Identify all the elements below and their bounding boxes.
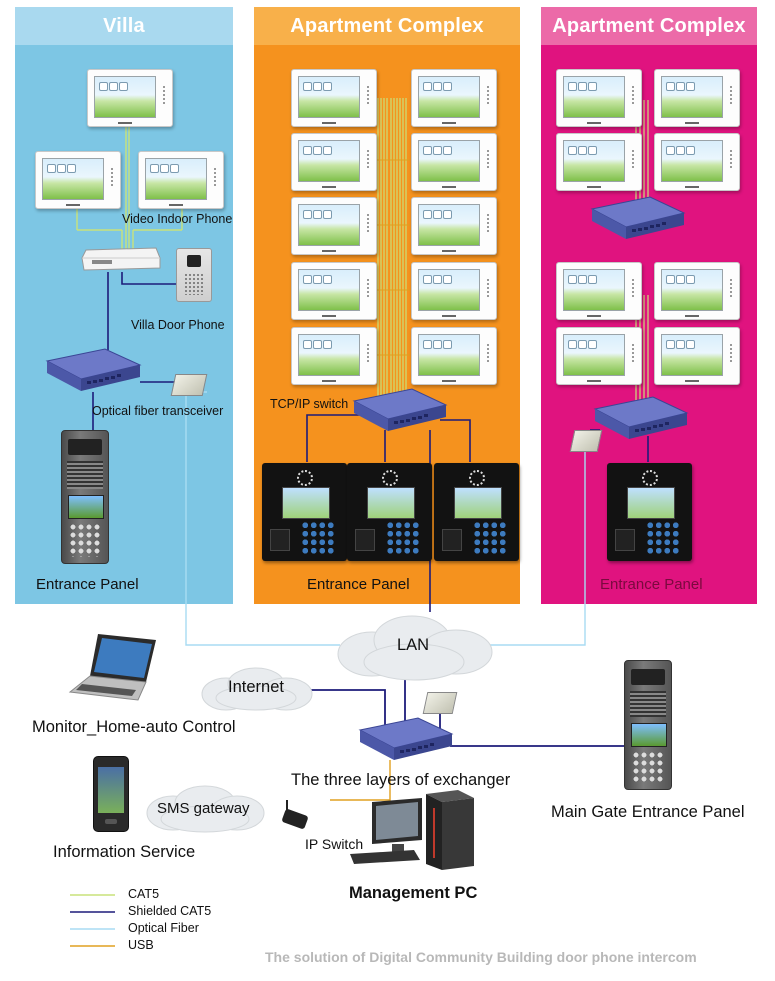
apt2-indoor-phone-6 (654, 262, 740, 320)
apt1-usb-lines (375, 159, 410, 356)
villa-hub-icon (81, 247, 161, 271)
apt1-cat5-lines (377, 98, 407, 396)
apt1-indoor-phone-5 (291, 197, 377, 255)
apt1-entrance-panel-1 (262, 463, 347, 561)
internet-label: Internet (228, 678, 284, 696)
apt1-indoor-phone-6 (411, 197, 497, 255)
apt1-indoor-phone-8 (411, 262, 497, 320)
lan-label: LAN (397, 636, 430, 654)
apt2-indoor-phone-8 (654, 327, 740, 385)
apt1-indoor-phone-3 (291, 133, 377, 191)
villa-indoor-phone-right (138, 151, 224, 209)
apt1-entrance-panel-label: Entrance Panel (307, 576, 410, 593)
core-shielded-lines (290, 675, 627, 747)
three-layer-switch-icon (358, 717, 454, 760)
villa-entrance-panel-icon (61, 430, 109, 564)
apt2-indoor-phone-2 (654, 69, 740, 127)
apt1-indoor-phone-7 (291, 262, 377, 320)
apt1-switch-icon (352, 388, 448, 431)
apt2-indoor-phone-3 (556, 133, 642, 191)
apt2-switch-icon-top (590, 196, 686, 239)
villa-door-phone-icon (176, 248, 212, 302)
apartment-complex-panel-2-title: Apartment Complex (541, 7, 757, 45)
video-indoor-phone-label: Video Indoor Phone (122, 212, 233, 226)
villa-panel-title: Villa (15, 7, 233, 45)
caption: The solution of Digital Community Buildi… (265, 949, 697, 965)
sms-cloud-icon (146, 785, 265, 833)
management-pc-label: Management PC (349, 884, 478, 902)
villa-cat5-lines (76, 127, 183, 250)
three-layers-label: The three layers of exchanger (291, 771, 511, 789)
legend-cat5: CAT5 (128, 887, 160, 901)
apt2-entrance-panel (607, 463, 692, 561)
apt2-fiber-transceiver-icon (569, 430, 603, 452)
apt1-indoor-phone-4 (411, 133, 497, 191)
apt1-indoor-phone-1 (291, 69, 377, 127)
apt1-indoor-phone-10 (411, 327, 497, 385)
usb-pc-line (330, 760, 391, 801)
apt2-indoor-phone-5 (556, 262, 642, 320)
apt1-entrance-panel-3 (434, 463, 519, 561)
monitor-control-label: Monitor_Home-auto Control (32, 718, 236, 736)
smartphone-icon (93, 756, 129, 832)
internet-cloud-icon (201, 667, 313, 711)
villa-indoor-phone-top (87, 69, 173, 127)
apt2-indoor-phone-7 (556, 327, 642, 385)
villa-door-phone-label: Villa Door Phone (131, 318, 225, 332)
apt2-indoor-phone-4 (654, 133, 740, 191)
villa-shielded-lines (92, 270, 179, 430)
information-service-label: Information Service (53, 843, 196, 861)
lan-cloud-icon (337, 615, 493, 681)
core-fiber-transceiver-icon (422, 692, 458, 714)
legend-lines (70, 894, 115, 947)
laptop-icon (68, 634, 156, 701)
apt1-entrance-panel-2 (347, 463, 432, 561)
legend-usb: USB (128, 938, 154, 952)
apartment-complex-panel-1-title: Apartment Complex (254, 7, 520, 45)
legend-shielded-cat5: Shielded CAT5 (128, 904, 212, 918)
apt2-indoor-phone-1 (556, 69, 642, 127)
villa-fiber-transceiver-icon (170, 374, 208, 396)
apt1-indoor-phone-9 (291, 327, 377, 385)
main-gate-entrance-panel-icon (624, 660, 672, 790)
tcpip-switch-label: TCP/IP switch (270, 397, 349, 411)
usb-antenna-icon (286, 800, 288, 814)
ip-switch-label: IP Switch (305, 836, 364, 852)
villa-entrance-panel-label: Entrance Panel (36, 576, 139, 593)
villa-switch-icon (45, 348, 142, 391)
apt2-switch-icon-bottom (593, 396, 689, 439)
villa-indoor-phone-left (35, 151, 121, 209)
apt2-fiber-line (490, 452, 586, 646)
apt1-indoor-phone-2 (411, 69, 497, 127)
optical-fiber-transceiver-label: Optical fiber transceiver (92, 404, 224, 418)
management-pc-icon (350, 790, 474, 870)
sms-gateway-label: SMS gateway (157, 800, 250, 817)
apt2-entrance-panel-label: Entrance Panel (600, 576, 703, 593)
legend-optical-fiber: Optical Fiber (128, 921, 199, 935)
main-gate-panel-label: Main Gate Entrance Panel (551, 803, 745, 821)
